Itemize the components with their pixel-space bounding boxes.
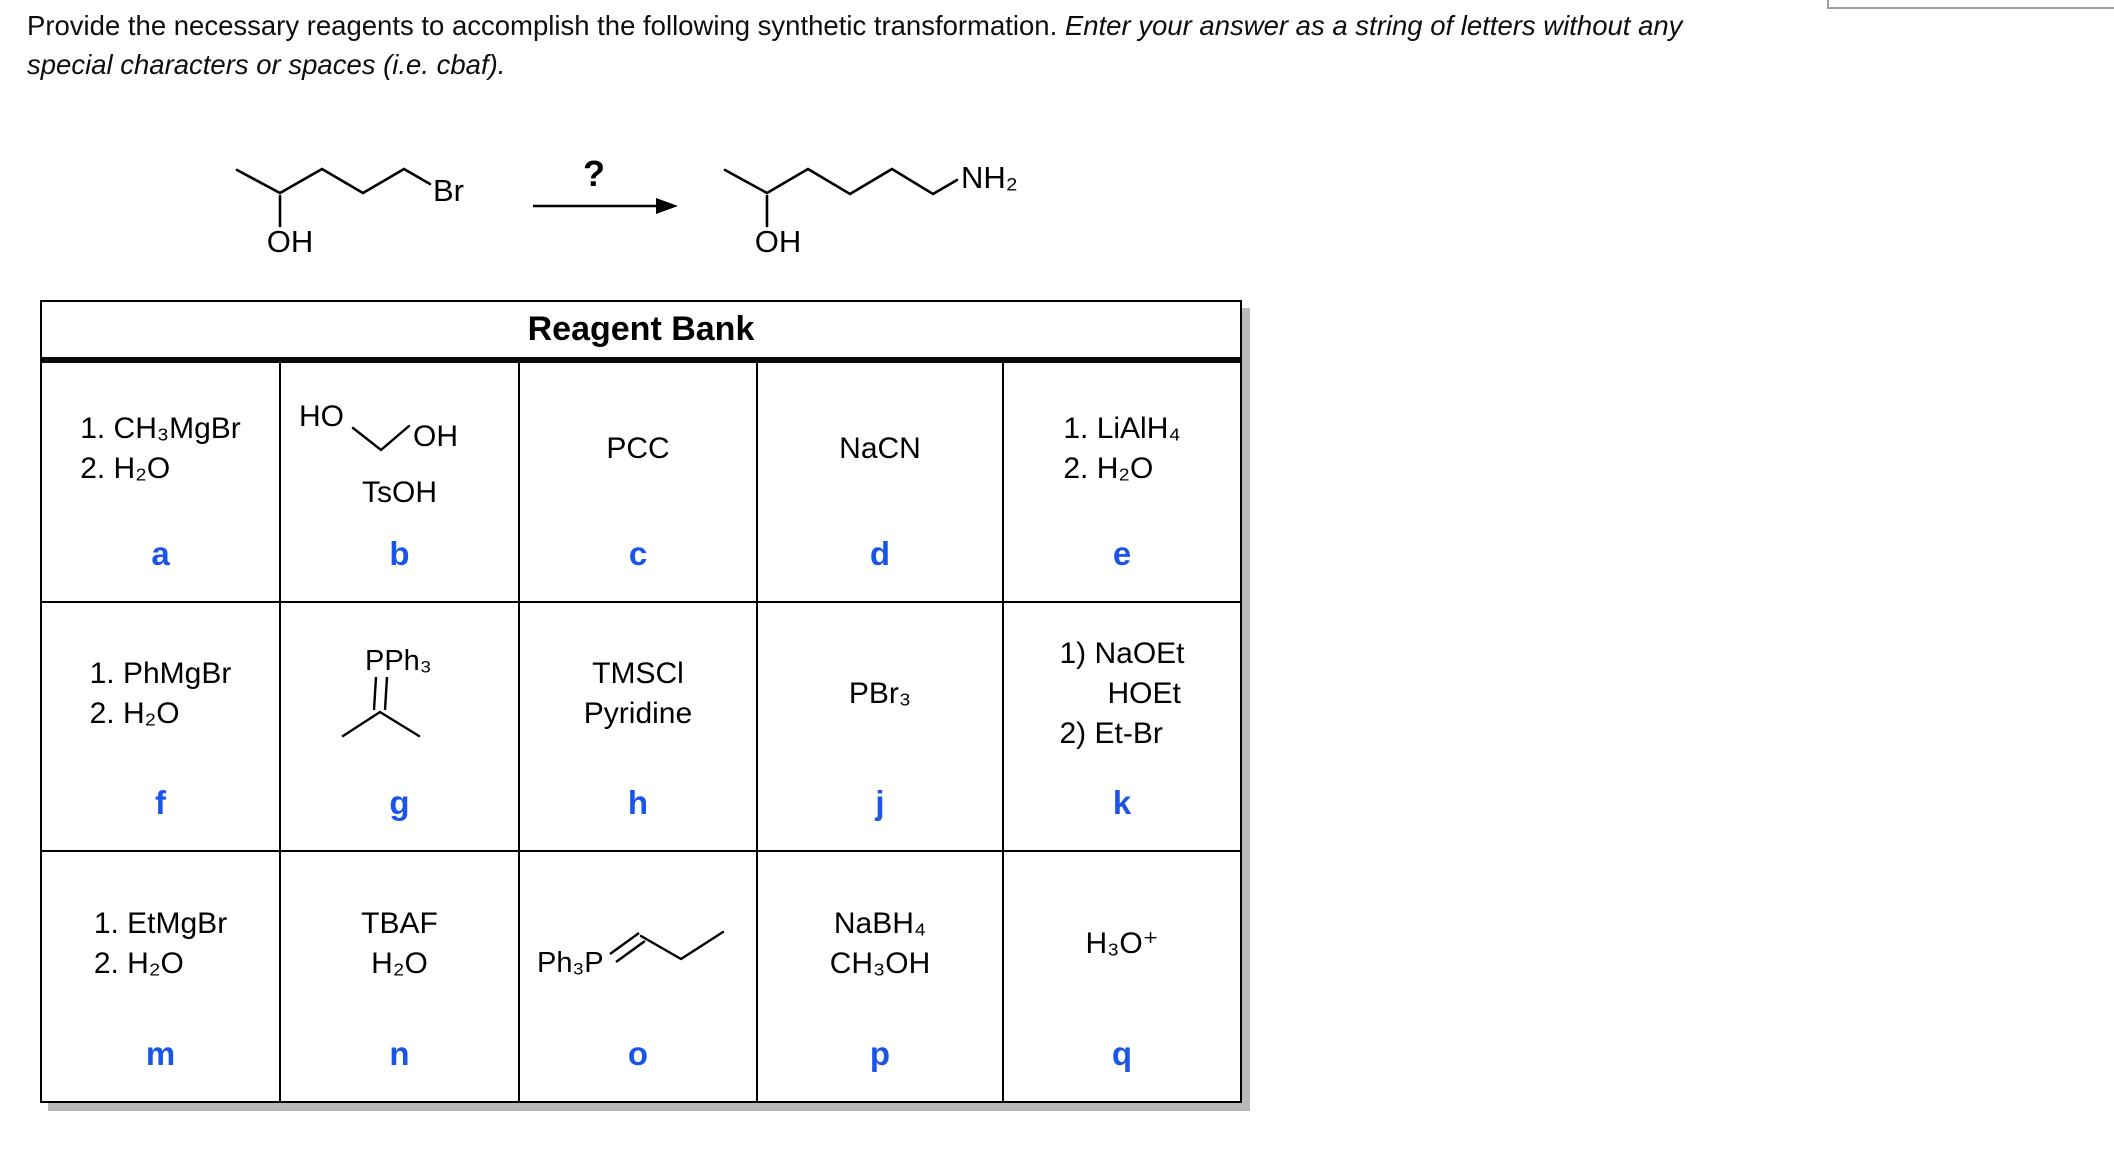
- reagent-e-line1: 1. LiAlH₄: [1063, 412, 1181, 445]
- reagent-k-line1: 1) NaOEt: [1059, 636, 1185, 670]
- reagent-cell-n: TBAF H₂O n: [281, 852, 520, 1101]
- product-oh-label: OH: [755, 224, 802, 259]
- reagent-bank-title: Reagent Bank: [42, 302, 1240, 363]
- letter-g: g: [389, 784, 410, 821]
- reagent-cell-m: 1. EtMgBr 2. H₂O m: [42, 852, 281, 1101]
- reagent-c-line1: PCC: [606, 432, 670, 465]
- reagent-cell-b: HO OH TsOH b: [281, 363, 520, 603]
- letter-e: e: [1112, 535, 1132, 572]
- reagent-cell-j: PBr₃ j: [758, 603, 1004, 852]
- reagent-bank-table: Reagent Bank 1. CH₃MgBr 2. H₂O a HO OH: [40, 300, 1242, 1103]
- ph3p-ylide-structure: Ph₃P: [537, 930, 725, 979]
- letter-p: p: [869, 1035, 891, 1072]
- letter-f: f: [155, 784, 166, 821]
- glycol-ho-label: HO: [299, 400, 344, 433]
- reagent-b-tsoh: TsOH: [362, 476, 437, 509]
- reagent-n-line1: TBAF: [361, 906, 438, 940]
- reagent-k-line2: HOEt: [1107, 676, 1181, 710]
- reagent-a-line1: 1. CH₃MgBr: [80, 412, 241, 445]
- answer-format-note-part1: Enter your answer as a string of letters…: [1064, 10, 1683, 41]
- reagent-bank-grid: 1. CH₃MgBr 2. H₂O a HO OH TsOH b: [42, 363, 1240, 1101]
- reagent-cell-f: 1. PhMgBr 2. H₂O f: [42, 603, 281, 852]
- answer-input-partial[interactable]: [1827, 0, 2114, 9]
- reagent-f-line2: 2. H₂O: [89, 696, 180, 730]
- reagent-cell-a: 1. CH₃MgBr 2. H₂O a: [42, 363, 281, 603]
- reagent-cell-o: Ph₃P o: [520, 852, 758, 1101]
- reagent-h-line1: TMSCl: [592, 656, 684, 690]
- reagent-k-line3: 2) Et-Br: [1059, 716, 1163, 750]
- reagent-cell-q: H₃O⁺ q: [1004, 852, 1240, 1101]
- letter-b: b: [389, 535, 410, 572]
- reagent-a-line2: 2. H₂O: [80, 452, 171, 485]
- reagent-cell-g: PPh₃ g: [281, 603, 520, 852]
- reagent-d-line1: NaCN: [839, 432, 921, 465]
- reagent-q-line1: H₃O⁺: [1085, 926, 1159, 960]
- reagent-n-line2: H₂O: [371, 946, 428, 980]
- letter-m: m: [145, 1035, 176, 1072]
- reaction-arrow: [533, 198, 678, 214]
- reagent-m-line2: 2. H₂O: [93, 946, 184, 980]
- reagent-cell-d: NaCN d: [758, 363, 1004, 603]
- letter-h: h: [627, 784, 649, 821]
- question-mark-label: ?: [583, 153, 605, 194]
- reagent-cell-e: 1. LiAlH₄ 2. H₂O e: [1004, 363, 1240, 603]
- product-nh2-label: NH₂: [961, 160, 1018, 195]
- letter-d: d: [869, 535, 891, 572]
- ph3p-label: Ph₃P: [537, 947, 604, 979]
- reagent-j-line1: PBr₃: [848, 676, 912, 710]
- reagent-cell-c: PCC c: [520, 363, 758, 603]
- reagent-f-line1: 1. PhMgBr: [89, 656, 232, 690]
- letter-o: o: [627, 1035, 649, 1072]
- question-text: Provide the necessary reagents to accomp…: [27, 6, 2107, 84]
- answer-format-note-part2: special characters or spaces (i.e. cbaf)…: [27, 49, 506, 80]
- glycol-oh-label: OH: [413, 420, 458, 453]
- reaction-scheme-svg: OH Br ? OH NH₂: [235, 153, 1018, 259]
- reaction-scheme: OH Br ? OH NH₂: [180, 112, 1060, 287]
- letter-a: a: [151, 535, 170, 572]
- question-normal-part: Provide the necessary reagents to accomp…: [27, 10, 1065, 41]
- reagent-cell-k: 1) NaOEt HOEt 2) Et-Br k: [1004, 603, 1240, 852]
- ethylene-glycol-structure: HO OH: [299, 400, 458, 453]
- letter-j: j: [875, 784, 885, 821]
- reagent-h-line2: Pyridine: [583, 696, 693, 730]
- reagent-cell-h: TMSCl Pyridine h: [520, 603, 758, 852]
- substrate-structure: [235, 167, 432, 228]
- reagent-p-line2: CH₃OH: [829, 946, 931, 980]
- reagent-cell-p: NaBH₄ CH₃OH p: [758, 852, 1004, 1101]
- reagent-p-line1: NaBH₄: [833, 906, 927, 940]
- pph3-label: PPh₃: [365, 645, 432, 677]
- letter-q: q: [1111, 1035, 1133, 1072]
- product-structure: [723, 167, 959, 228]
- substrate-oh-label: OH: [267, 224, 314, 259]
- question-line-1: Provide the necessary reagents to accomp…: [27, 6, 2107, 45]
- letter-n: n: [389, 1035, 410, 1072]
- letter-c: c: [628, 535, 648, 572]
- reagent-e-line2: 2. H₂O: [1063, 452, 1154, 485]
- substrate-br-label: Br: [433, 173, 464, 208]
- letter-k: k: [1112, 784, 1132, 821]
- arrowhead: [656, 198, 678, 214]
- pph3-ylide-structure: PPh₃: [341, 645, 432, 737]
- reagent-m-line1: 1. EtMgBr: [93, 906, 228, 940]
